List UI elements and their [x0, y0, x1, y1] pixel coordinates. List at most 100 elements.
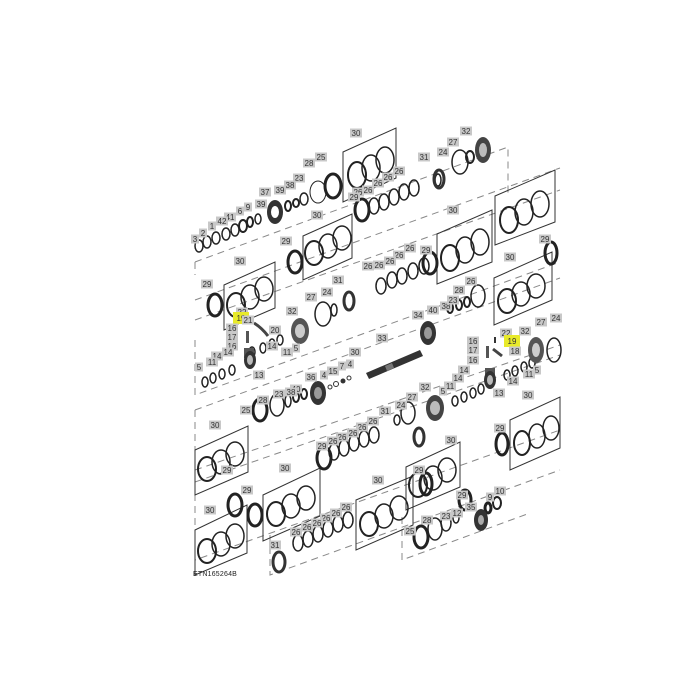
callout-label: 25 — [404, 526, 416, 536]
callout-label: 16 — [226, 341, 238, 351]
svg-text:26: 26 — [395, 251, 404, 260]
svg-text:11: 11 — [525, 370, 534, 379]
callout-label: 11 — [523, 369, 535, 379]
callout-label: 11 — [206, 357, 218, 367]
svg-text:5: 5 — [294, 344, 299, 353]
svg-text:30: 30 — [236, 257, 245, 266]
callout-label: 23 — [273, 389, 285, 399]
callout-label: 26 — [372, 178, 384, 188]
svg-text:23: 23 — [442, 512, 451, 521]
callout-label: 26 — [373, 260, 385, 270]
svg-text:42: 42 — [218, 217, 227, 226]
callout-label: 26 — [311, 518, 323, 528]
callout-label: 36 — [305, 372, 317, 382]
callout-label: 29 — [494, 423, 506, 433]
svg-text:30: 30 — [352, 129, 361, 138]
callout-label: 26 — [404, 243, 416, 253]
callout-label: 31 — [269, 540, 281, 550]
svg-text:26: 26 — [369, 417, 378, 426]
callout-label: 31 — [418, 152, 430, 162]
callout-label: 27 — [305, 292, 317, 302]
svg-text:29: 29 — [243, 486, 252, 495]
svg-text:11: 11 — [446, 382, 455, 391]
svg-text:29: 29 — [203, 280, 212, 289]
callout-label: 28 — [257, 395, 269, 405]
svg-text:26: 26 — [374, 179, 383, 188]
callout-label: 26 — [330, 508, 342, 518]
svg-text:27: 27 — [307, 293, 316, 302]
callout-label: 33 — [376, 333, 388, 343]
svg-text:28: 28 — [423, 516, 432, 525]
callout-label: 38 — [284, 180, 296, 190]
callout-label: 30 — [522, 390, 534, 400]
svg-text:38: 38 — [287, 388, 296, 397]
svg-text:16: 16 — [228, 324, 237, 333]
callout-label: 4 — [320, 370, 328, 380]
svg-text:2: 2 — [201, 229, 206, 238]
callout-label: 29 — [280, 236, 292, 246]
svg-text:18: 18 — [511, 347, 520, 356]
svg-text:27: 27 — [537, 318, 546, 327]
svg-text:30: 30 — [506, 253, 515, 262]
callout-label: 29 — [456, 490, 468, 500]
callout-label: 26 — [347, 428, 359, 438]
svg-text:14: 14 — [460, 366, 469, 375]
svg-text:26: 26 — [406, 244, 415, 253]
callout-label: 16 — [467, 336, 479, 346]
callout-label: 24 — [437, 147, 449, 157]
callout-label: 30 — [311, 210, 323, 220]
piston-13-icon — [484, 368, 496, 389]
svg-text:25: 25 — [242, 406, 251, 415]
hub-32-icon — [475, 137, 491, 163]
svg-text:13: 13 — [495, 389, 504, 398]
callout-label: 24 — [395, 400, 407, 410]
callout-label: 26 — [362, 261, 374, 271]
callout-label: 32 — [519, 326, 531, 336]
svg-text:26: 26 — [332, 509, 341, 518]
callout-label: 23 — [293, 173, 305, 183]
callout-label: 29 — [348, 192, 360, 202]
svg-text:23: 23 — [449, 296, 458, 305]
callout-label: 7 — [338, 361, 346, 371]
svg-text:31: 31 — [420, 153, 429, 162]
svg-text:26: 26 — [375, 261, 384, 270]
callout-label: 39 — [274, 185, 286, 195]
callout-label: 13 — [253, 370, 265, 380]
svg-text:38: 38 — [286, 181, 295, 190]
callout-label: 26 — [320, 513, 332, 523]
callout-label: 26 — [367, 416, 379, 426]
svg-text:38: 38 — [442, 302, 451, 311]
svg-text:29: 29 — [458, 491, 467, 500]
svg-text:24: 24 — [323, 288, 332, 297]
callout-label: 28 — [421, 515, 433, 525]
svg-text:37: 37 — [261, 188, 270, 197]
svg-text:9: 9 — [246, 203, 251, 212]
svg-text:27: 27 — [449, 138, 458, 147]
callout-label: 9 — [486, 492, 494, 502]
callout-label: 16 — [467, 355, 479, 365]
shaft-33-icon — [366, 350, 423, 379]
svg-text:21: 21 — [244, 316, 253, 325]
svg-text:29: 29 — [282, 237, 291, 246]
svg-text:23: 23 — [295, 174, 304, 183]
callout-label: 29 — [241, 485, 253, 495]
callout-label: 13 — [493, 388, 505, 398]
callout-label: 18 — [509, 346, 521, 356]
svg-text:26: 26 — [467, 277, 476, 286]
callout-label: 14 — [507, 376, 519, 386]
svg-text:27: 27 — [408, 393, 417, 402]
svg-text:34: 34 — [414, 311, 423, 320]
svg-text:25: 25 — [317, 153, 326, 162]
svg-text:16: 16 — [228, 342, 237, 351]
callout-label: 1 — [208, 221, 216, 231]
callout-label: 38 — [285, 387, 297, 397]
svg-text:4: 4 — [322, 371, 327, 380]
svg-text:26: 26 — [395, 167, 404, 176]
gear-34-icon — [420, 321, 436, 345]
callout-label: 37 — [259, 187, 271, 197]
svg-text:28: 28 — [305, 159, 314, 168]
callout-label: 3 — [191, 234, 199, 244]
svg-text:5: 5 — [441, 387, 446, 396]
callout-label: 26 — [362, 185, 374, 195]
svg-text:1: 1 — [210, 222, 215, 231]
